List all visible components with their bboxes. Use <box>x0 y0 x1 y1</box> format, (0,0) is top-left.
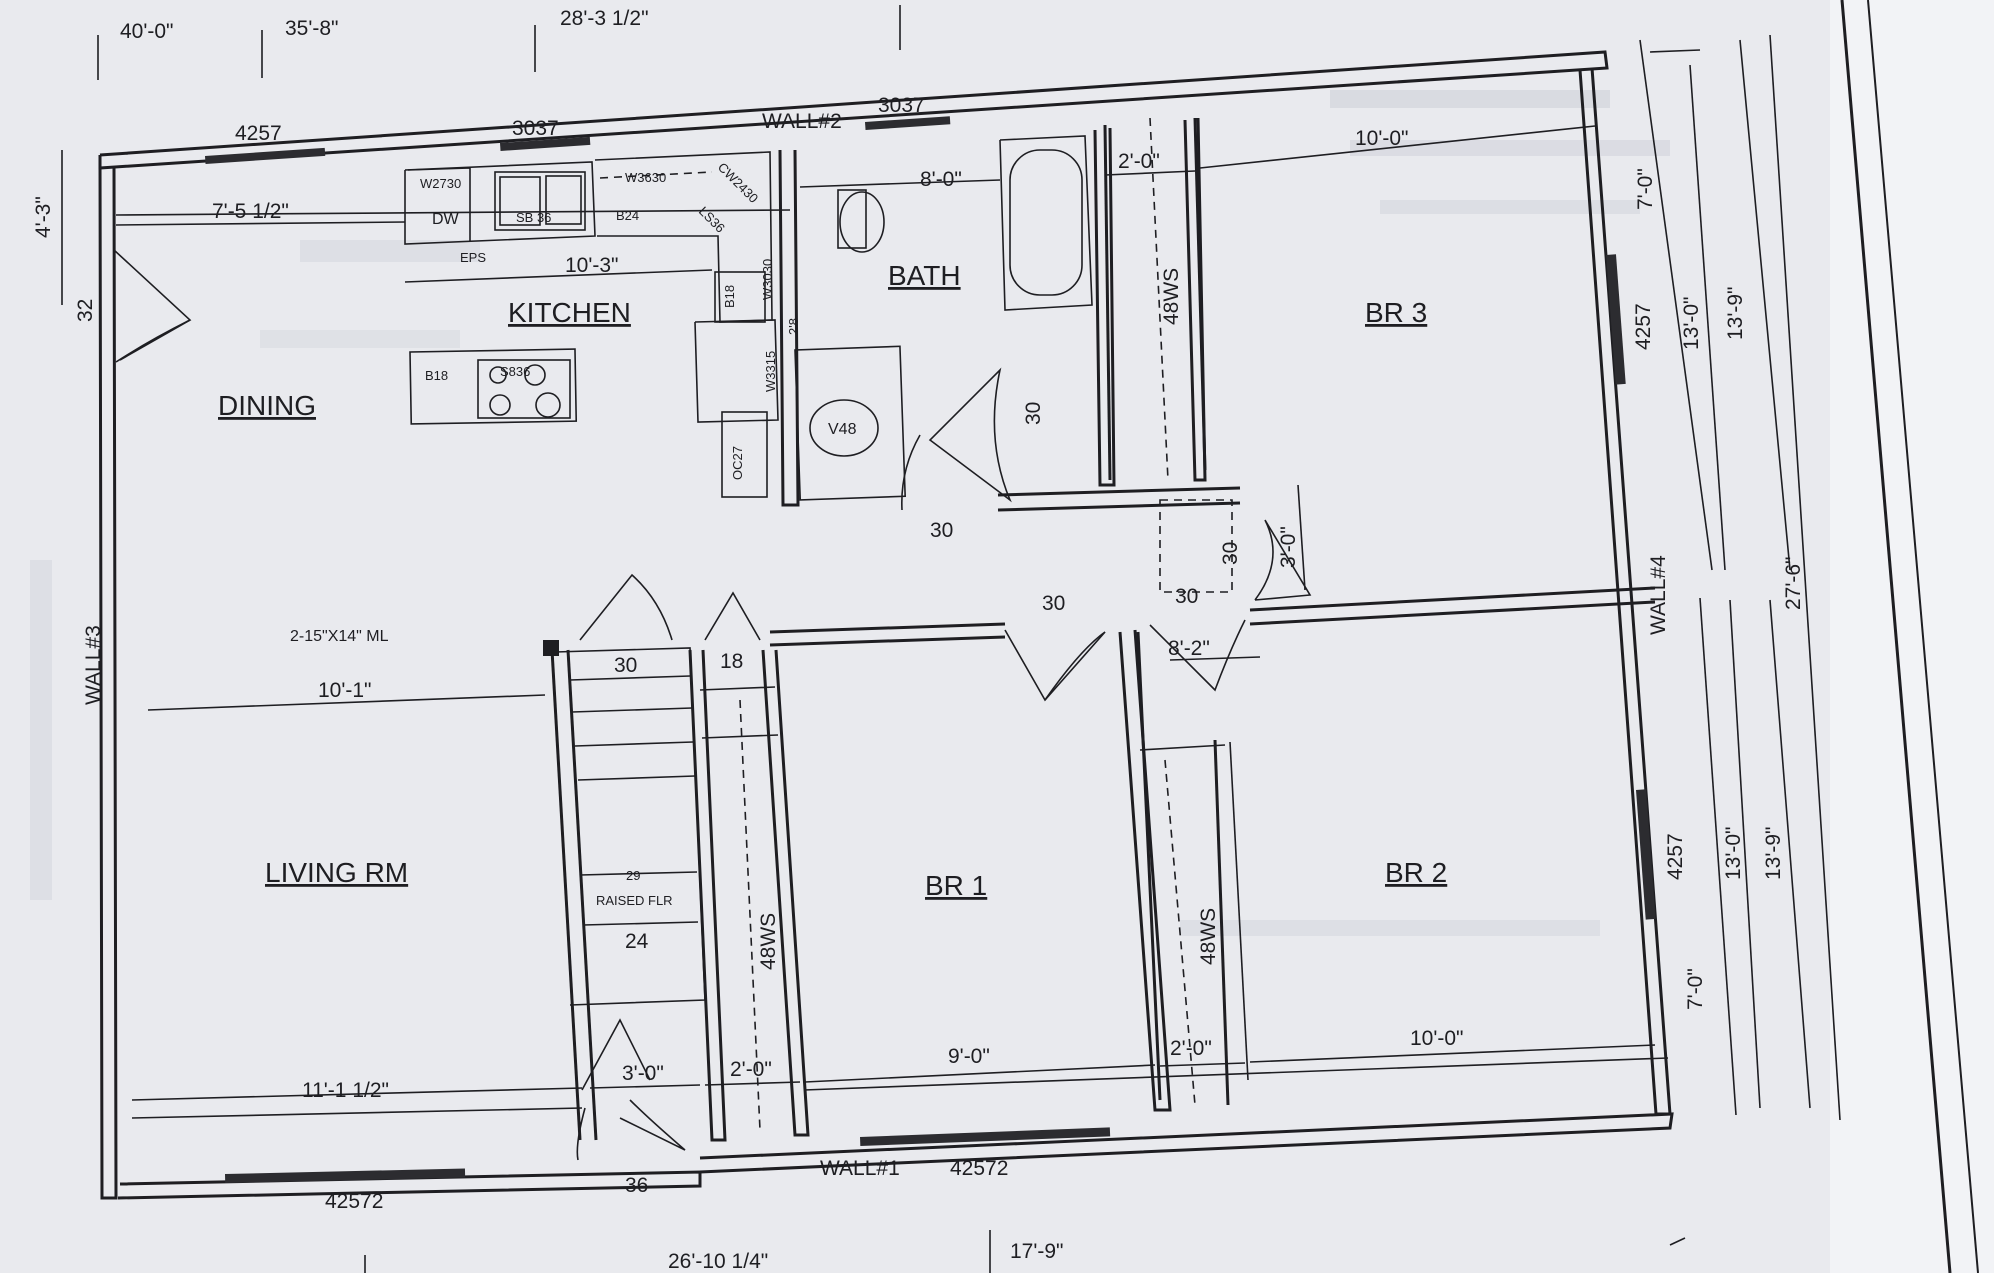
closet-shelves <box>599 117 1233 1131</box>
door-swings <box>113 249 1312 1161</box>
window-tag-br2: 4257 <box>1664 833 1687 880</box>
door-tag-30-closet-2: 30 <box>1175 585 1198 608</box>
fixture-oc27: OC27 <box>730 446 745 480</box>
wall-tag-3: WALL#3 <box>82 625 105 705</box>
bottom-dim-1: 26'-10 1/4" <box>668 1250 768 1273</box>
page-border-line <box>1840 0 1952 1273</box>
door-tag-29: 29 <box>626 868 640 883</box>
top-dim-2: 35'-8" <box>285 17 339 40</box>
fixture-48ws-c: 48WS <box>1197 908 1220 965</box>
door-tag-30-hall-2: 30 <box>1042 592 1065 615</box>
dim-dining-top: 7'-5 1/2" <box>212 200 289 223</box>
wall-tag-1: WALL#1 <box>820 1157 900 1180</box>
fixture-v48: V48 <box>828 421 857 438</box>
dim-living-bottom: 11'-1 1/2" <box>302 1079 389 1102</box>
bottom-dim-2: 17'-9" <box>1010 1240 1064 1263</box>
dim-hall-closet: 3'-0" <box>1277 526 1300 568</box>
fixture-48ws-b: 48WS <box>757 913 780 970</box>
dim-left-height: 4'-3" <box>32 196 55 238</box>
kitchen-cabinets <box>404 151 779 498</box>
door-tag-30-bath: 30 <box>1022 402 1045 425</box>
fixture-b24: B24 <box>616 208 639 223</box>
door-tag-30-hall: 30 <box>930 519 953 542</box>
door-tag-18: 18 <box>720 650 743 673</box>
room-label-bath: BATH <box>888 260 961 291</box>
window-tag-top-2: 3037 <box>878 94 925 117</box>
window-tag-left-top: 4257 <box>235 122 282 145</box>
window-tag-br3: 4257 <box>1632 303 1655 350</box>
dim-closet-bottom-2: 2'-0" <box>1170 1037 1212 1060</box>
fixture-48ws-a: 48WS <box>1160 268 1183 325</box>
room-label-dining: DINING <box>218 390 316 421</box>
dim-br2-width: 10'-0" <box>1410 1027 1464 1050</box>
dim-hall: 8'-2" <box>1168 637 1210 660</box>
door-tag-36: 36 <box>625 1174 648 1197</box>
page-margin <box>1830 0 1994 1273</box>
right-dim-6: 13'-0" <box>1722 827 1745 881</box>
door-tag-24: 24 <box>625 930 649 953</box>
right-dim-4: 27'-6" <box>1782 557 1805 611</box>
right-dim-7: 13'-9" <box>1762 827 1785 881</box>
dim-closet-bottom-1: 2'-0" <box>730 1058 772 1081</box>
right-dim-2: 13'-0" <box>1680 297 1703 351</box>
right-dim-1: 7'-0" <box>1634 168 1657 210</box>
door-tag-30-stair: 30 <box>614 654 637 677</box>
right-dim-5: 7'-0" <box>1684 968 1707 1010</box>
fixture-w2730: W2730 <box>420 176 461 191</box>
dim-closet-top: 2'-0" <box>1118 150 1160 173</box>
stairs <box>543 640 779 1006</box>
room-label-br3: BR 3 <box>1365 297 1427 328</box>
bleed-through-text <box>30 90 1670 936</box>
dim-stair-bottom: 3'-0" <box>622 1062 664 1085</box>
wall-tag-4: WALL#4 <box>1647 555 1670 635</box>
fixture-s836: S836 <box>500 364 530 379</box>
dim-br1-width: 9'-0" <box>948 1045 990 1068</box>
fixture-w3315: W3315 <box>763 351 778 392</box>
window-tag-bottom-right: 42572 <box>950 1157 1008 1180</box>
fixture-sb36: SB 36 <box>516 210 551 225</box>
dim-kitchen-run: 10'-3" <box>565 254 619 277</box>
room-label-br2: BR 2 <box>1385 857 1447 888</box>
fixture-w3030: W3030 <box>760 259 775 300</box>
door-tag-32: 32 <box>74 299 97 322</box>
dim-living-width: 10'-1" <box>318 679 372 702</box>
fixture-eps: EPS <box>460 250 486 265</box>
bath-fixtures <box>794 135 1093 501</box>
fixture-b18-island: B18 <box>425 368 448 383</box>
fixture-beam: 2-15"X14" ML <box>290 628 389 645</box>
fixture-w3630: W3630 <box>625 170 666 185</box>
dim-bath-width: 8'-0" <box>920 168 962 191</box>
room-label-living: LIVING RM <box>265 857 408 888</box>
fixture-dw: DW <box>432 211 460 228</box>
window-tag-kitchen: 3037 <box>512 117 559 140</box>
wall-tag-2: WALL#2 <box>762 110 842 133</box>
room-label-br1: BR 1 <box>925 870 987 901</box>
window-tag-bottom-left: 42572 <box>325 1190 383 1213</box>
room-label-kitchen: KITCHEN <box>508 297 631 328</box>
fixture-raised-floor: RAISED FLR <box>596 893 673 908</box>
page-border-line-2 <box>1867 0 1979 1273</box>
right-dim-3: 13'-9" <box>1724 287 1747 341</box>
dim-br3-width: 10'-0" <box>1355 127 1409 150</box>
windows <box>205 116 1656 1183</box>
top-dim-3: 28'-3 1/2" <box>560 7 649 30</box>
door-tag-30-closet: 30 <box>1219 542 1242 565</box>
top-dim-1: 40'-0" <box>120 20 174 43</box>
dimension-lines <box>61 5 1841 1273</box>
fixture-d28: 2'8 <box>786 318 801 335</box>
fixture-b18-wall: B18 <box>722 285 737 308</box>
exterior-walls <box>98 50 1674 1200</box>
